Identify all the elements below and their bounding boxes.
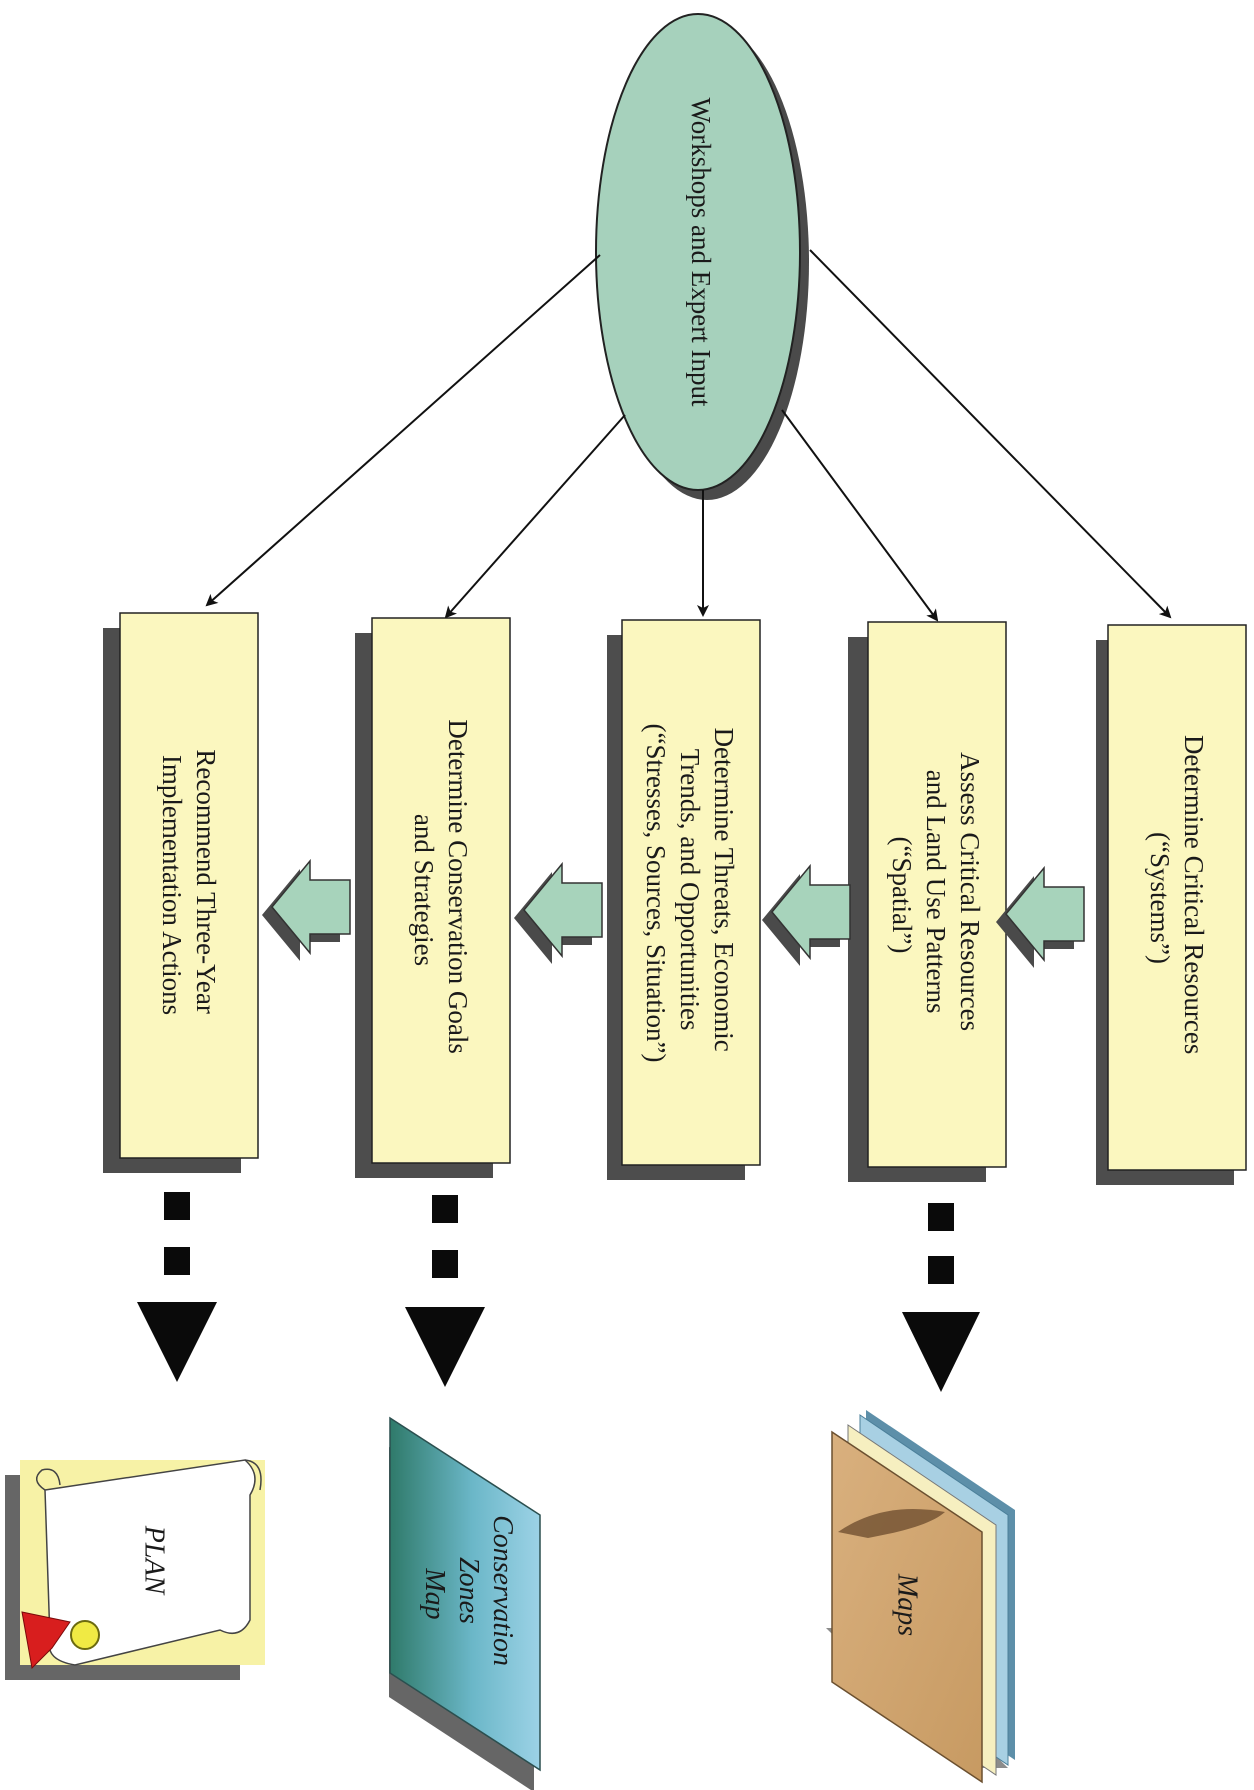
- block-arrow-1-to-2: [996, 865, 1085, 968]
- output-arrow-plan: [137, 1192, 217, 1382]
- step-box-1: Determine Critical Resources (“Systems”): [1096, 624, 1247, 1185]
- maps-label: Maps: [892, 1573, 923, 1636]
- svg-text:Recommend Three-Year Imp: Recommend Three-Year Implementation Acti…: [157, 749, 221, 1020]
- workshops-oval: Workshops and Expert Input: [595, 13, 809, 500]
- block-arrow-3-to-4: [514, 861, 603, 964]
- step-box-2: Assess Critical Resources and Land Use P…: [848, 621, 1007, 1182]
- svg-text:Assess Critical Resources: Assess Critical Resources and Land Use P…: [887, 752, 985, 1038]
- ribbon-seal-icon: [21, 1611, 100, 1670]
- step-2-line-3: (“Spatial”): [887, 837, 917, 954]
- oval-label: Workshops and Expert Input: [686, 97, 716, 407]
- oval-connectors: [205, 249, 1172, 622]
- output-arrow-zones: [405, 1195, 485, 1387]
- connector-to-step-2: [781, 409, 939, 622]
- plan-label: PLAN: [139, 1525, 170, 1596]
- step-3-line-3: (“Stresses, Sources, Situation”): [641, 724, 671, 1063]
- zones-line-1: Conservation: [487, 1515, 518, 1666]
- block-arrow-4-to-5: [262, 858, 351, 961]
- step-1-line-1: Determine Critical Resources: [1179, 735, 1209, 1054]
- step-box-3: Determine Threats, Economic Trends, and …: [607, 619, 761, 1180]
- step-box-4: Determine Conservation Goals and Strateg…: [355, 617, 511, 1178]
- zones-line-2: Zones: [453, 1557, 484, 1624]
- stacked-maps-icon: Maps: [826, 1410, 1015, 1784]
- connector-to-step-1: [809, 249, 1172, 619]
- svg-text:Conservation Zones: Conservation Zones Map: [419, 1515, 518, 1673]
- flow-arrows: [262, 858, 1085, 968]
- step-4-line-2: and Strategies: [409, 814, 439, 966]
- svg-text:Determine Conservation Goals: Determine Conservation Goals and Strateg…: [409, 719, 473, 1060]
- output-arrow-maps: [902, 1203, 980, 1392]
- zones-line-3: Map: [419, 1567, 450, 1619]
- step-2-line-1: Assess Critical Resources: [955, 752, 985, 1031]
- step-2-line-2: and Land Use Patterns: [921, 770, 951, 1014]
- block-arrow-2-to-3: [762, 863, 851, 966]
- step-5-line-2: Implementation Actions: [157, 755, 187, 1015]
- step-3-line-2: Trends, and Opportunities: [675, 749, 705, 1031]
- scroll-plan-icon: PLAN: [5, 1459, 265, 1680]
- step-5-line-1: Recommend Three-Year: [191, 749, 221, 1013]
- connector-to-step-5: [205, 254, 601, 607]
- step-4-line-1: Determine Conservation Goals: [443, 719, 473, 1053]
- step-1-line-2: (“Systems”): [1145, 832, 1175, 964]
- step-box-5: Recommend Three-Year Implementation Acti…: [103, 612, 259, 1173]
- connector-to-step-4: [444, 414, 626, 619]
- step-3-line-1: Determine Threats, Economic: [709, 728, 739, 1052]
- svg-text:Determine Critical Resources: Determine Critical Resources (“Systems”): [1145, 735, 1209, 1061]
- zones-map-icon: Conservation Zones Map: [389, 1416, 541, 1790]
- svg-text:Determine Threats, Economic: Determine Threats, Economic Trends, and …: [641, 724, 739, 1063]
